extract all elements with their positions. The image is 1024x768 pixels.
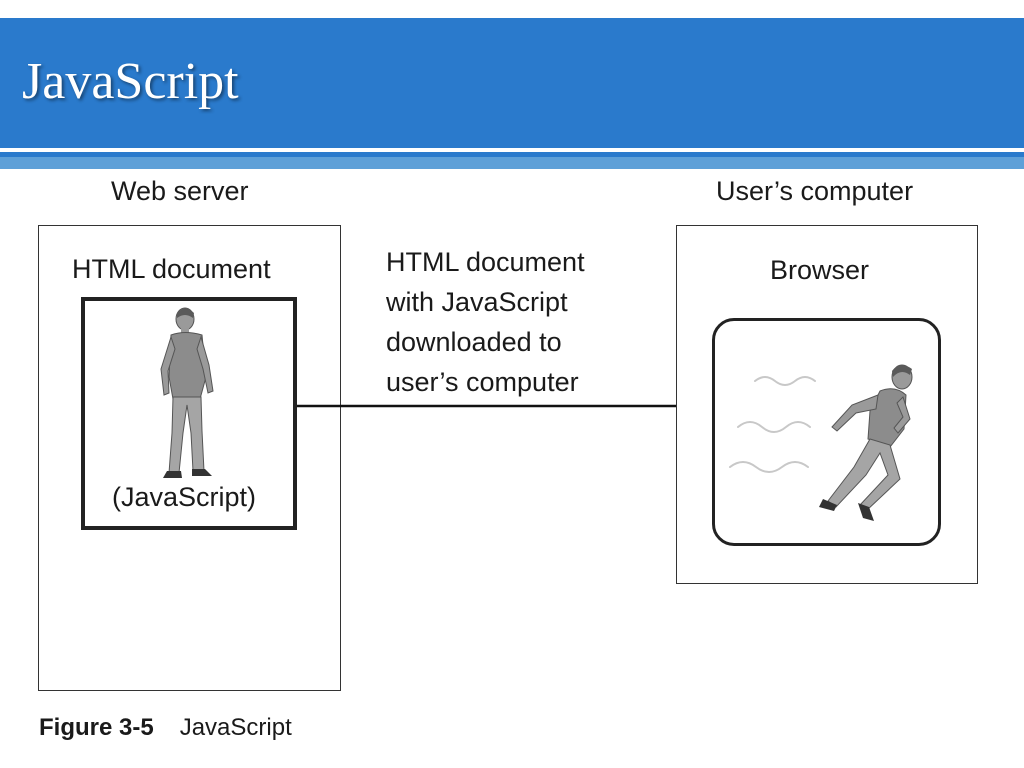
users-computer-label: User’s computer: [716, 176, 914, 206]
standing-person-icon: [160, 307, 214, 478]
title-bar: [0, 18, 1024, 148]
title-accent-stripe: [0, 157, 1024, 169]
transfer-line: downloaded to: [386, 327, 562, 357]
slide-title: JavaScript: [22, 53, 239, 110]
transfer-line: user’s computer: [386, 367, 579, 397]
title-divider: [0, 152, 1024, 157]
figure-caption-text: JavaScript: [179, 714, 292, 741]
web-server-label: Web server: [111, 176, 249, 206]
browser-label: Browser: [770, 255, 870, 285]
html-document-label: HTML document: [72, 254, 271, 284]
figure-caption: Figure 3-5 JavaScript: [39, 714, 292, 742]
javascript-label: (JavaScript): [112, 482, 257, 512]
motion-lines: [729, 376, 816, 473]
transfer-description: HTML document with JavaScript downloaded…: [386, 242, 585, 402]
transfer-line: with JavaScript: [386, 287, 568, 317]
transfer-line: HTML document: [386, 247, 585, 277]
running-person-icon: [729, 364, 913, 521]
figure-number: Figure 3-5: [39, 714, 154, 741]
